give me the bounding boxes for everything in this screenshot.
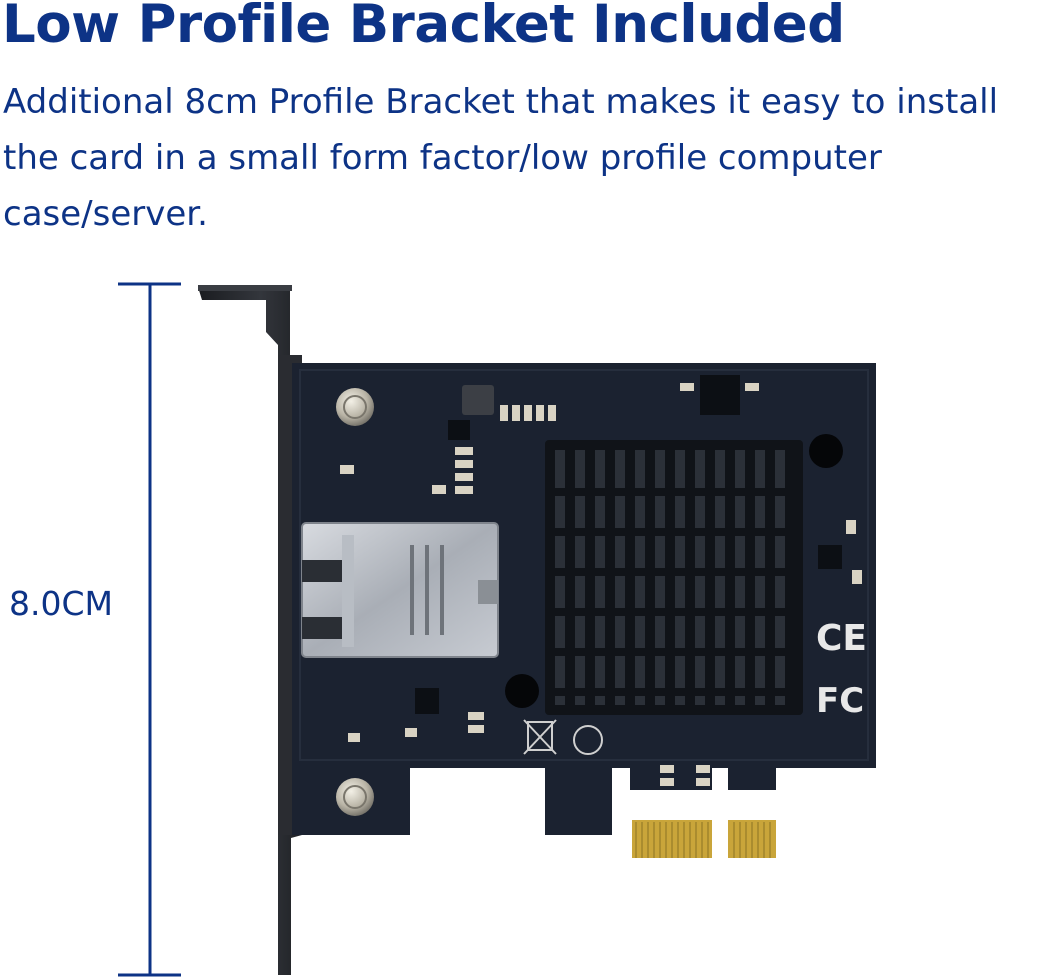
heatsink-pin-top xyxy=(809,434,843,468)
dimension-indicator xyxy=(118,282,181,977)
certification-marks: CE FC xyxy=(816,618,867,721)
pcb-inner-border xyxy=(299,369,869,761)
fc-mark: FC xyxy=(816,681,864,721)
rj45-port xyxy=(301,522,499,658)
low-profile-bracket xyxy=(198,285,302,975)
heatsink-pin-bottom xyxy=(505,674,539,708)
dimension-label: 8.0CM xyxy=(9,584,113,623)
smd-components xyxy=(340,383,862,786)
description-line-2: the card in a small form factor/low prof… xyxy=(3,138,882,178)
ce-mark: CE xyxy=(816,618,867,659)
description-line-1: Additional 8cm Profile Bracket that make… xyxy=(3,82,999,122)
screw-top xyxy=(336,388,374,426)
page-title: Low Profile Bracket Included xyxy=(2,0,845,55)
chips xyxy=(415,375,842,714)
description-line-3: case/server. xyxy=(3,194,208,234)
compliance-icons xyxy=(523,719,603,755)
description: Additional 8cm Profile Bracket that make… xyxy=(3,74,1058,242)
heatsink xyxy=(505,434,843,715)
gold-finger-lines xyxy=(635,822,771,858)
screw-bottom xyxy=(336,778,374,816)
